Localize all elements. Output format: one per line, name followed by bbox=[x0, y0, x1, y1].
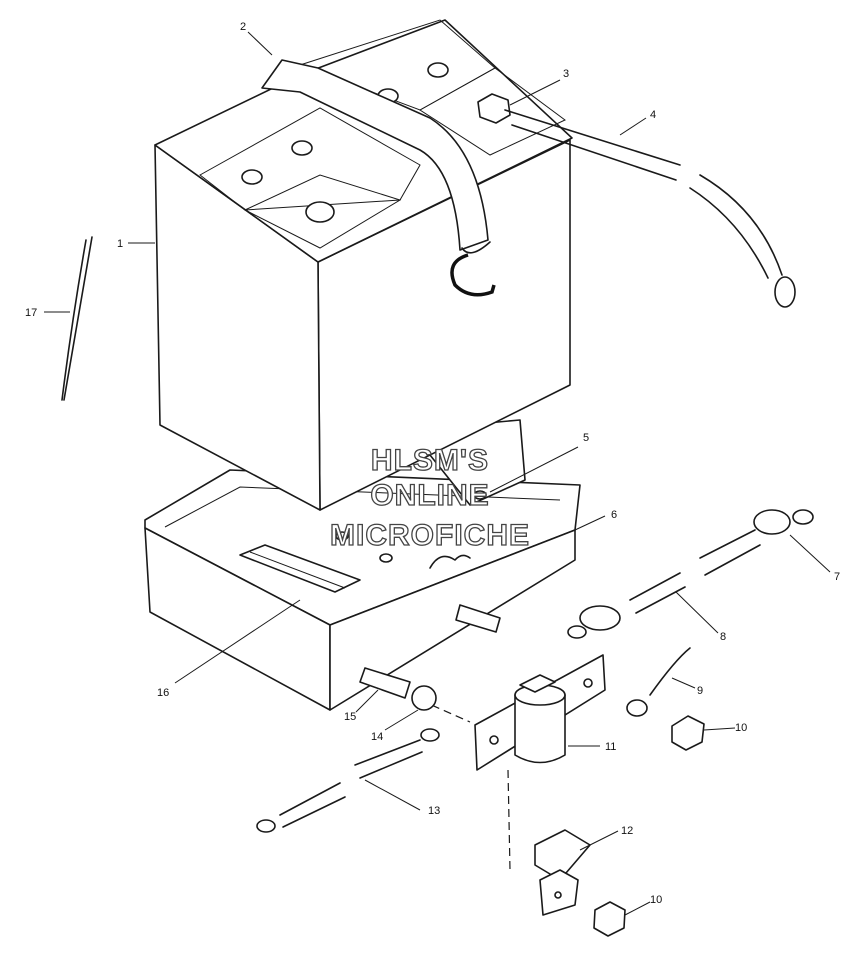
watermark-line1: HLSM'S bbox=[371, 444, 489, 477]
callout-9: 9 bbox=[697, 685, 703, 697]
callout-7: 7 bbox=[834, 571, 840, 583]
callout-8: 8 bbox=[720, 631, 726, 643]
callout-5: 5 bbox=[583, 432, 589, 444]
positive-cable bbox=[504, 109, 796, 308]
callout-11: 11 bbox=[605, 741, 616, 753]
callout-10b: 10 bbox=[650, 894, 662, 906]
cable-7 bbox=[699, 509, 814, 576]
cable-tie bbox=[61, 236, 93, 401]
cable-8 bbox=[567, 572, 686, 639]
callout-14: 14 bbox=[371, 731, 383, 743]
callout-12: 12 bbox=[621, 825, 633, 837]
callout-13: 13 bbox=[428, 805, 440, 817]
star-washer bbox=[411, 685, 437, 711]
callout-6: 6 bbox=[611, 509, 617, 521]
callout-3: 3 bbox=[563, 68, 569, 80]
connector-12 bbox=[534, 829, 591, 916]
relay bbox=[419, 654, 606, 871]
watermark: HLSM'S ONLINE MICROFICHE bbox=[329, 443, 530, 552]
callout-16: 16 bbox=[157, 687, 169, 699]
callouts: 2 1 3 4 17 5 6 7 8 9 10 11 12 10 13 14 1 bbox=[25, 21, 840, 916]
wire-9 bbox=[626, 647, 691, 717]
terminal-nut bbox=[477, 93, 511, 124]
watermark-line3: MICROFICHE bbox=[330, 519, 530, 552]
battery bbox=[154, 19, 573, 511]
battery-strap bbox=[261, 59, 496, 297]
cable-13 bbox=[256, 728, 440, 833]
callout-2: 2 bbox=[240, 21, 246, 33]
callout-4: 4 bbox=[650, 109, 656, 121]
stud bbox=[359, 604, 501, 699]
watermark-line2: ONLINE bbox=[370, 479, 489, 512]
callout-15: 15 bbox=[344, 711, 356, 723]
hex-nut bbox=[671, 715, 705, 751]
callout-17: 17 bbox=[25, 307, 37, 319]
callout-10a: 10 bbox=[735, 722, 747, 734]
callout-1: 1 bbox=[117, 238, 123, 250]
hex-nut-lower bbox=[593, 901, 626, 937]
